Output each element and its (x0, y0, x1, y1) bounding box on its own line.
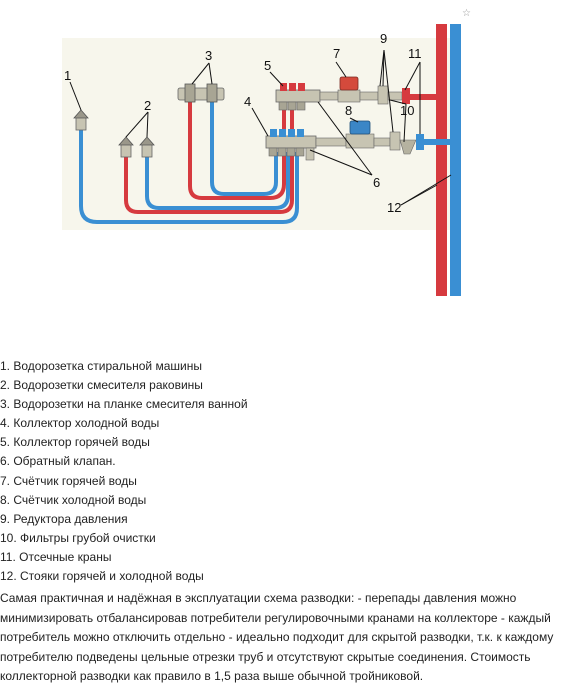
legend-item: 12. Стояки горячей и холодной воды (0, 569, 204, 584)
cold-pipe-washing-machine (79, 128, 299, 224)
legend-item: 4. Коллектор холодной воды (0, 416, 160, 431)
sink-outlets (118, 136, 155, 158)
description-paragraph: Самая практичная и надёжная в эксплуатац… (0, 591, 554, 684)
legend-item: 10. Фильтры грубой очистки (0, 530, 156, 545)
label-8: 8 (345, 103, 352, 118)
label-4: 4 (244, 94, 251, 109)
cold-water-manifold (265, 129, 347, 161)
cold-pipe-sink (145, 152, 290, 210)
legend-item: 1. Водорозетка стиральной машины (0, 359, 202, 373)
cold-water-meter (349, 120, 371, 135)
bath-outlet-plate (177, 83, 225, 103)
label-12: 12 (387, 200, 401, 215)
label-6: 6 (373, 175, 380, 190)
hot-shutoff-valve (402, 88, 410, 104)
label-3: 3 (205, 48, 212, 63)
legend-item: 6. Обратный клапан. (0, 454, 116, 469)
legend-item: 2. Водорозетки смесителя раковины (0, 378, 203, 393)
legend-item: 8. Счётчик холодной воды (0, 492, 147, 507)
label-2: 2 (144, 98, 151, 113)
label-1: 1 (64, 68, 71, 83)
legend-item: 3. Водорозетки на планке смесителя ванно… (0, 397, 248, 412)
watermark: ☆ (462, 8, 471, 19)
leader-lines (69, 49, 452, 206)
legend-list: 1. Водорозетка стиральной машины 2. Водо… (0, 357, 248, 586)
hot-water-manifold (275, 83, 339, 111)
cold-filter (399, 139, 417, 155)
washing-machine-outlet (73, 109, 89, 131)
label-11: 11 (408, 46, 422, 61)
hot-pipe-bath (188, 98, 286, 200)
hot-pipe-sink (124, 98, 294, 214)
plumbing-diagram: ☆ (62, 8, 471, 296)
legend-item: 11. Отсечные краны (0, 549, 112, 564)
label-7: 7 (333, 46, 340, 61)
label-10: 10 (400, 103, 414, 118)
hot-water-meter-line (337, 76, 436, 105)
legend-item: 5. Коллектор горячей воды (0, 435, 150, 450)
label-5: 5 (264, 58, 271, 73)
hot-water-riser (436, 24, 447, 296)
label-9: 9 (380, 31, 387, 46)
hot-water-meter (339, 76, 359, 91)
legend-item: 9. Редуктора давления (0, 511, 128, 526)
cold-water-riser (450, 24, 461, 296)
cold-shutoff-valve (416, 134, 424, 150)
cold-pipe-bath (210, 100, 278, 196)
cold-water-meter-line (345, 120, 450, 155)
legend-item: 7. Счётчик горячей воды (0, 473, 137, 488)
